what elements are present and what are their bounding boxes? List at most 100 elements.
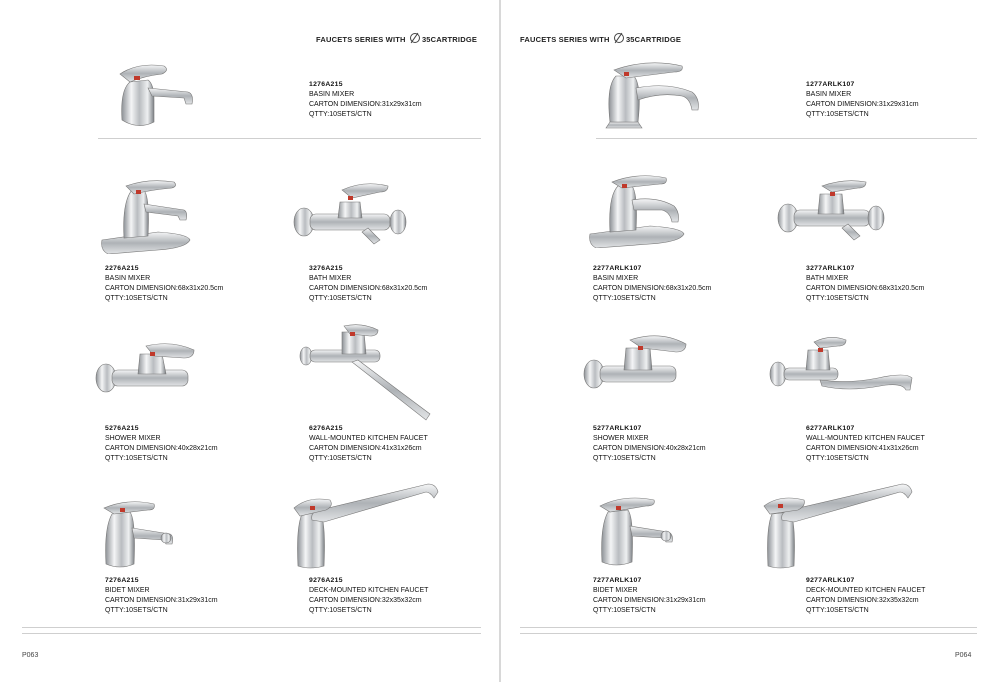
carton-dimension: CARTON DIMENSION:31x29x31cm — [105, 597, 218, 604]
shower-mixer-icon — [580, 330, 692, 398]
quantity: QTTY:10SETS/CTN — [593, 455, 656, 462]
quantity: QTTY:10SETS/CTN — [806, 455, 869, 462]
basin-mixer-icon — [598, 58, 702, 134]
product-info: 5277ARLK107 SHOWER MIXER CARTON DIMENSIO… — [593, 424, 706, 464]
product-name: SHOWER MIXER — [593, 435, 649, 442]
product-name: BIDET MIXER — [593, 587, 638, 594]
product-info: 3276A215 BATH MIXER CARTON DIMENSION:68x… — [309, 264, 427, 304]
product-name: WALL-MOUNTED KITCHEN FAUCET — [806, 435, 925, 442]
carton-dimension: CARTON DIMENSION:41x31x26cm — [309, 445, 422, 452]
product-info: 2276A215 BASIN MIXER CARTON DIMENSION:68… — [105, 264, 223, 304]
product-info: 7277ARLK107 BIDET MIXER CARTON DIMENSION… — [593, 576, 706, 616]
product-code: 1276A215 — [309, 81, 343, 88]
product-code: 6277ARLK107 — [806, 425, 855, 432]
carton-dimension: CARTON DIMENSION:31x29x31cm — [806, 101, 919, 108]
bidet-mixer-icon — [596, 494, 680, 566]
left-header: FAUCETS SERIES WITH 35CARTRIDGE — [316, 33, 477, 44]
divider — [596, 138, 977, 139]
product-code: 2277ARLK107 — [593, 265, 642, 272]
carton-dimension: CARTON DIMENSION:68x31x20.5cm — [309, 285, 428, 292]
quantity: QTTY:10SETS/CTN — [105, 295, 168, 302]
bath-mixer-icon — [774, 176, 886, 244]
quantity: QTTY:10SETS/CTN — [309, 607, 372, 614]
product-info: 1276A215 BASIN MIXER CARTON DIMENSION:31… — [309, 80, 422, 120]
page-gutter — [499, 0, 501, 682]
quantity: QTTY:10SETS/CTN — [309, 455, 372, 462]
carton-dimension: CARTON DIMENSION:32x35x32cm — [309, 597, 422, 604]
deck-kitchen-faucet-icon — [290, 478, 442, 570]
product-name: BATH MIXER — [806, 275, 849, 282]
quantity: QTTY:10SETS/CTN — [806, 295, 869, 302]
header-text: FAUCETS SERIES WITH — [316, 35, 406, 44]
header-text: FAUCETS SERIES WITH — [520, 35, 610, 44]
header-suffix: 35CARTRIDGE — [421, 35, 478, 44]
product-name: BASIN MIXER — [309, 91, 355, 98]
carton-dimension: CARTON DIMENSION:68x31x20.5cm — [593, 285, 712, 292]
quantity: QTTY:10SETS/CTN — [593, 295, 656, 302]
header-suffix: 35CARTRIDGE — [625, 35, 682, 44]
product-name: DECK-MOUNTED KITCHEN FAUCET — [806, 587, 926, 594]
product-code: 6276A215 — [309, 425, 343, 432]
quantity: QTTY:10SETS/CTN — [593, 607, 656, 614]
bath-mixer-icon — [290, 178, 410, 248]
carton-dimension: CARTON DIMENSION:41x31x26cm — [806, 445, 919, 452]
wall-kitchen-faucet-icon — [298, 322, 434, 424]
product-name: BASIN MIXER — [593, 275, 639, 282]
product-code: 9276A215 — [309, 577, 343, 584]
diameter-icon — [613, 33, 624, 43]
quantity: QTTY:10SETS/CTN — [806, 607, 869, 614]
product-name: BATH MIXER — [309, 275, 352, 282]
deck-kitchen-faucet-icon — [760, 478, 916, 570]
product-name: BIDET MIXER — [105, 587, 150, 594]
carton-dimension: CARTON DIMENSION:31x29x31cm — [309, 101, 422, 108]
product-code: 3276A215 — [309, 265, 343, 272]
divider — [98, 138, 481, 139]
product-name: BASIN MIXER — [806, 91, 852, 98]
product-info: 2277ARLK107 BASIN MIXER CARTON DIMENSION… — [593, 264, 711, 304]
quantity: QTTY:10SETS/CTN — [105, 455, 168, 462]
product-code: 2276A215 — [105, 265, 139, 272]
product-name: BASIN MIXER — [105, 275, 151, 282]
quantity: QTTY:10SETS/CTN — [309, 295, 372, 302]
carton-dimension: CARTON DIMENSION:40x28x21cm — [593, 445, 706, 452]
basin-mixer-3hole-icon — [98, 178, 194, 254]
quantity: QTTY:10SETS/CTN — [105, 607, 168, 614]
basin-mixer-3hole-icon — [586, 172, 690, 248]
divider — [520, 627, 977, 628]
shower-mixer-icon — [92, 340, 200, 400]
carton-dimension: CARTON DIMENSION:68x31x20.5cm — [105, 285, 224, 292]
carton-dimension: CARTON DIMENSION:40x28x21cm — [105, 445, 218, 452]
product-info: 7276A215 BIDET MIXER CARTON DIMENSION:31… — [105, 576, 218, 616]
product-code: 5277ARLK107 — [593, 425, 642, 432]
carton-dimension: CARTON DIMENSION:68x31x20.5cm — [806, 285, 925, 292]
product-info: 6276A215 WALL-MOUNTED KITCHEN FAUCET CAR… — [309, 424, 428, 464]
quantity: QTTY:10SETS/CTN — [309, 111, 372, 118]
quantity: QTTY:10SETS/CTN — [806, 111, 869, 118]
bidet-mixer-icon — [100, 498, 180, 568]
divider — [22, 633, 481, 634]
carton-dimension: CARTON DIMENSION:31x29x31cm — [593, 597, 706, 604]
product-info: 5276A215 SHOWER MIXER CARTON DIMENSION:4… — [105, 424, 218, 464]
basin-mixer-icon — [108, 60, 200, 132]
page-number: P063 — [22, 652, 39, 659]
right-page — [501, 0, 1000, 682]
product-code: 5276A215 — [105, 425, 139, 432]
product-info: 6277ARLK107 WALL-MOUNTED KITCHEN FAUCET … — [806, 424, 925, 464]
product-info: 3277ARLK107 BATH MIXER CARTON DIMENSION:… — [806, 264, 924, 304]
product-code: 7277ARLK107 — [593, 577, 642, 584]
left-page — [0, 0, 499, 682]
product-name: SHOWER MIXER — [105, 435, 161, 442]
right-header: FAUCETS SERIES WITH 35CARTRIDGE — [520, 33, 681, 44]
product-name: WALL-MOUNTED KITCHEN FAUCET — [309, 435, 428, 442]
divider — [520, 633, 977, 634]
product-info: 1277ARLK107 BASIN MIXER CARTON DIMENSION… — [806, 80, 919, 120]
product-code: 3277ARLK107 — [806, 265, 855, 272]
divider — [22, 627, 481, 628]
product-info: 9276A215 DECK-MOUNTED KITCHEN FAUCET CAR… — [309, 576, 428, 616]
wall-kitchen-faucet-icon — [768, 334, 916, 398]
carton-dimension: CARTON DIMENSION:32x35x32cm — [806, 597, 919, 604]
product-info: 9277ARLK107 DECK-MOUNTED KITCHEN FAUCET … — [806, 576, 925, 616]
product-code: 1277ARLK107 — [806, 81, 855, 88]
diameter-icon — [409, 33, 420, 43]
